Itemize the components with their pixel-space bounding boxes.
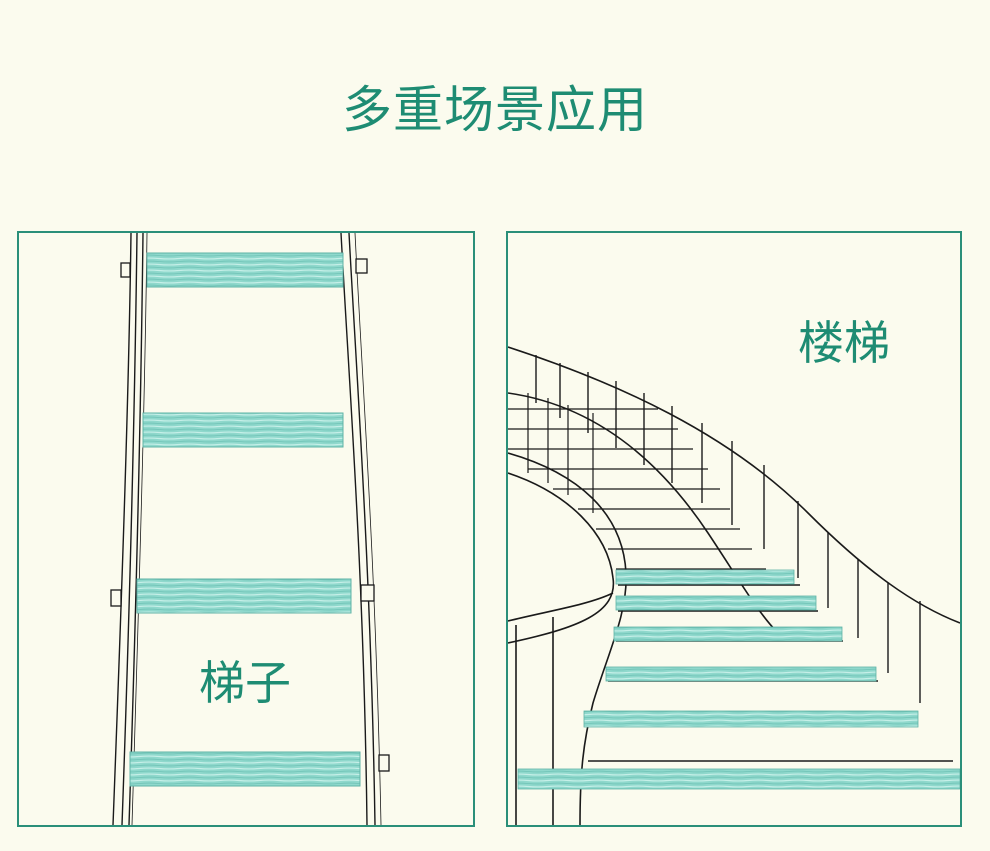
stairs-tread-4	[605, 666, 877, 682]
stairs-tread-6	[517, 768, 960, 790]
ladder-scene-panel: 梯子	[17, 231, 475, 827]
ladder-tread-1	[146, 252, 344, 288]
staircase-illustration	[508, 346, 960, 825]
stairs-inner-newel	[508, 452, 627, 825]
ladder-tread-4	[129, 751, 361, 787]
stairs-tread-3	[613, 626, 843, 642]
stairs-tread-1	[615, 569, 795, 585]
ladder-brackets	[110, 258, 390, 772]
ladder-right-rail	[340, 233, 382, 825]
stairs-tread-5	[583, 710, 919, 728]
page-title: 多重场景应用	[342, 81, 648, 139]
ladder-tread-3	[136, 578, 352, 614]
stairs-tread-2	[615, 595, 817, 611]
stairs-inner-wall	[508, 472, 615, 644]
staircase-scene-panel: 楼梯	[506, 231, 962, 827]
stairs-upper-steps	[508, 393, 766, 570]
stairs-lower-steps	[580, 584, 960, 789]
stairs-lower-rail	[508, 592, 614, 622]
ladder-tread-2	[142, 412, 344, 448]
staircase-label: 楼梯	[798, 316, 890, 370]
ladder-left-rail	[112, 233, 148, 825]
stairs-outer-handrail	[508, 346, 960, 624]
ladder-illustration	[110, 233, 390, 825]
ladder-label: 梯子	[199, 656, 291, 710]
